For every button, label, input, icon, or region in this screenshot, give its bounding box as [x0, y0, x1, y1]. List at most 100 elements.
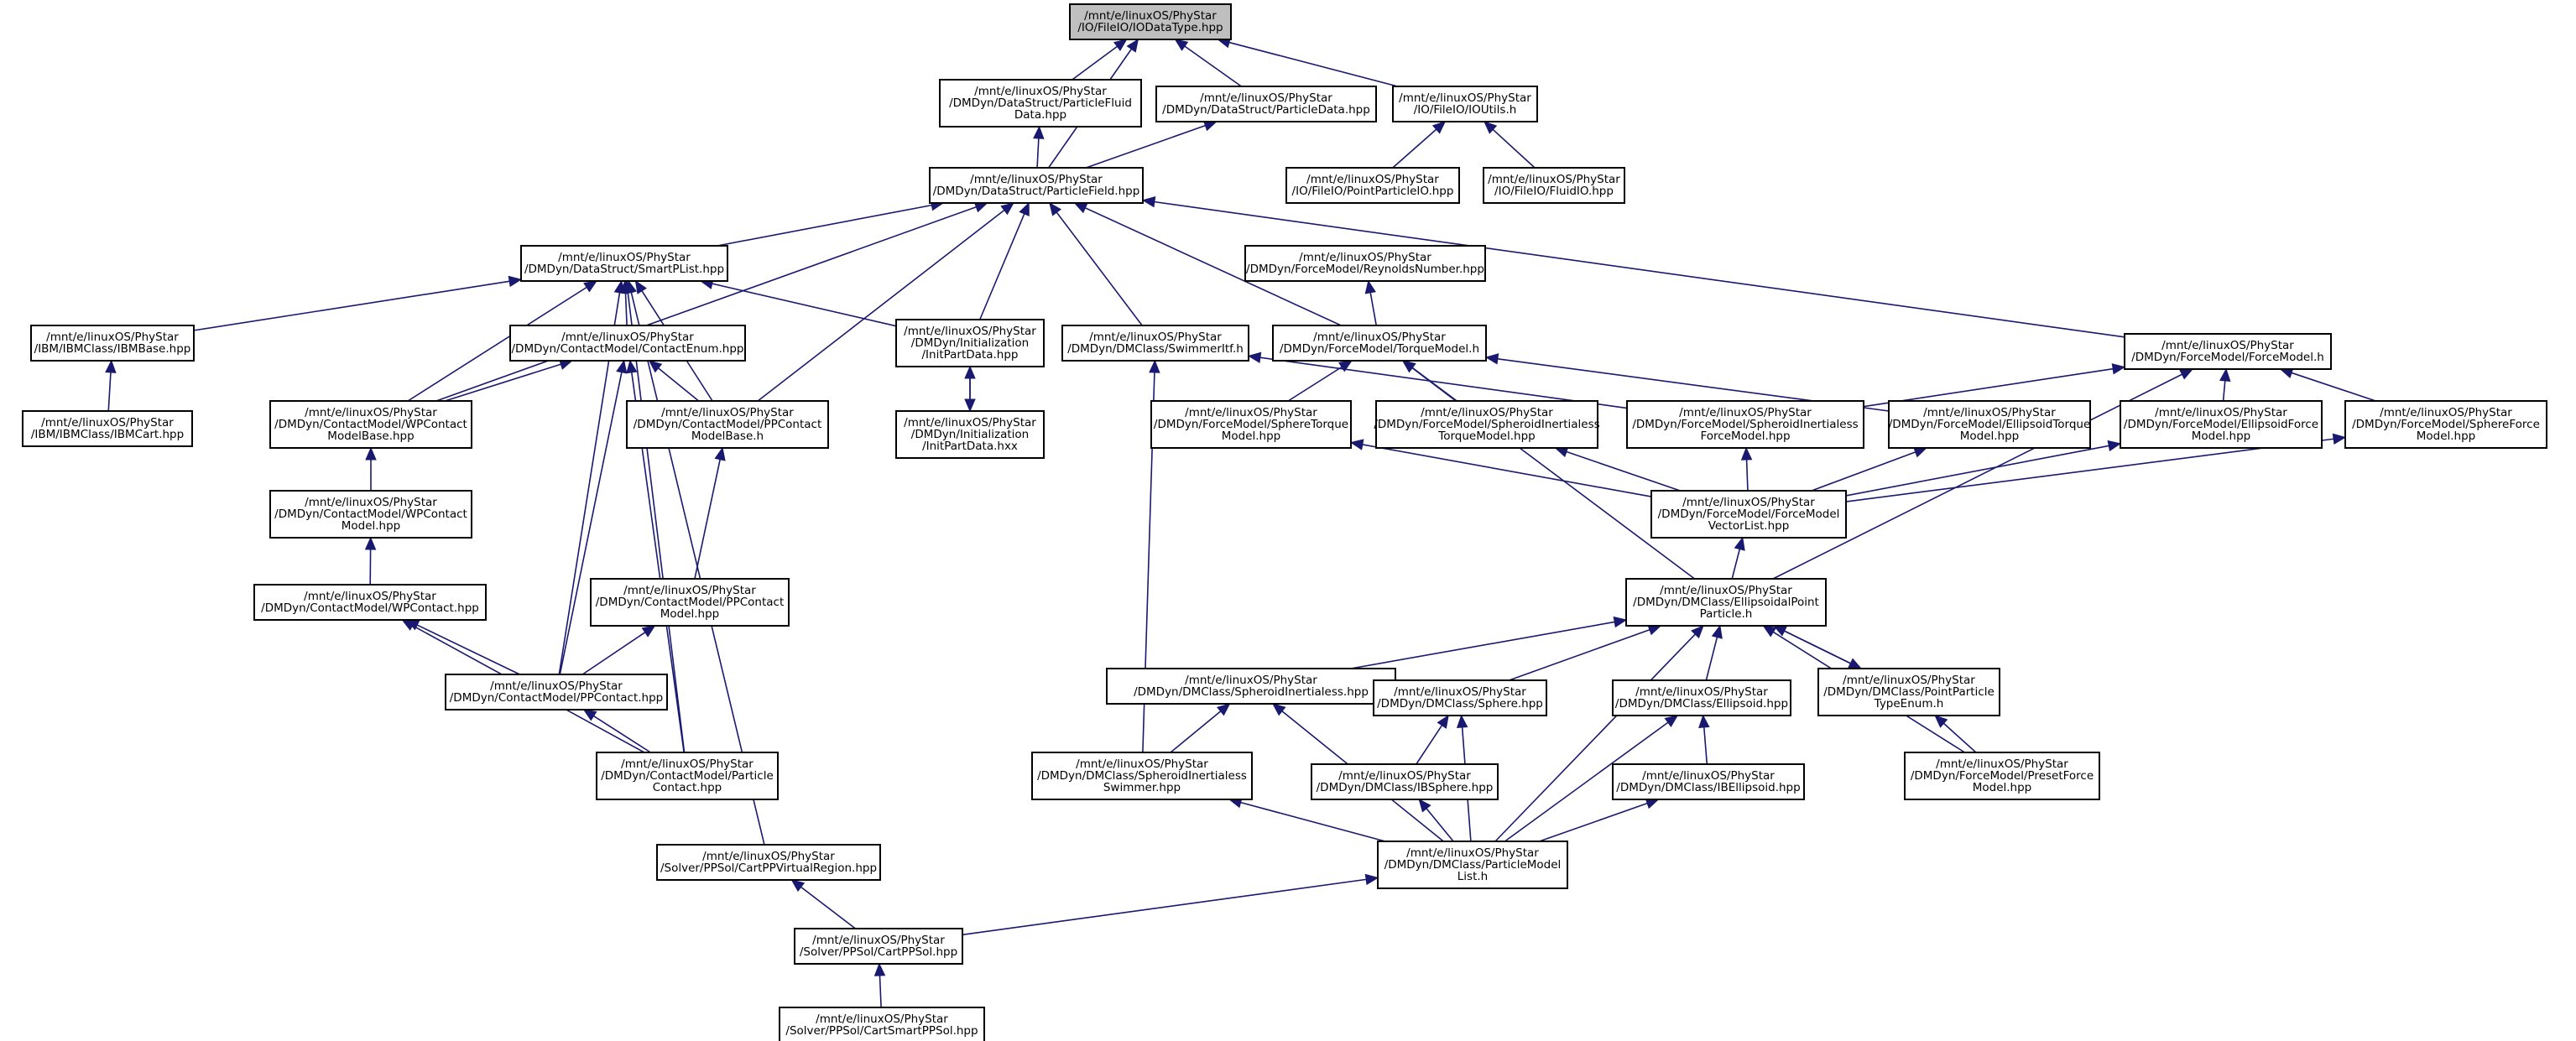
node-ioutils[interactable]: /mnt/e/linuxOS/PhyStar/IO/FileIO/IOUtils…: [1392, 86, 1538, 122]
node-particlefluiddata[interactable]: /mnt/e/linuxOS/PhyStar/DMDyn/DataStruct/…: [939, 79, 1142, 128]
node-ellipsoidtorquemodel[interactable]: /mnt/e/linuxOS/PhyStar/DMDyn/ForceModel/…: [1888, 400, 2091, 449]
node-spheroidinertialess[interactable]: /mnt/e/linuxOS/PhyStar/DMDyn/DMClass/Sph…: [1106, 668, 1396, 705]
edge-ellipsoidalpointparticle-to-forcemodelvectorlist: [1731, 549, 1741, 580]
node-swimmerif[interactable]: /mnt/e/linuxOS/PhyStar/DMDyn/DMClass/Swi…: [1061, 325, 1249, 362]
edge-ppcontact-to-ppcontactmodel: [581, 632, 646, 675]
node-ppcontactmodel[interactable]: /mnt/e/linuxOS/PhyStar/DMDyn/ContactMode…: [590, 578, 790, 627]
node-label-line: /mnt/e/linuxOS/PhyStar: [305, 406, 437, 419]
node-label-line: /Solver/PPSol/CartPPSol.hpp: [800, 945, 957, 959]
node-box: [794, 928, 963, 965]
node-label-line: List.h: [1457, 870, 1488, 883]
arrowhead-ibsphere: [1418, 799, 1431, 813]
node-smartplist[interactable]: /mnt/e/linuxOS/PhyStar/DMDyn/DataStruct/…: [520, 245, 728, 282]
arrowhead-spheroidinertialess: [1272, 703, 1286, 716]
node-wpcontactmodelbase[interactable]: /mnt/e/linuxOS/PhyStar/DMDyn/ContactMode…: [269, 400, 472, 449]
node-box: [1155, 86, 1377, 122]
node-initpartdata[interactable]: /mnt/e/linuxOS/PhyStar/DMDyn/Initializat…: [895, 319, 1045, 367]
edge-torquemodel-to-particlefield: [1085, 207, 1342, 326]
node-label-line: /mnt/e/linuxOS/PhyStar: [1084, 9, 1217, 23]
node-label-line: Model.hpp: [2417, 429, 2476, 443]
node-spheretorquemodel[interactable]: /mnt/e/linuxOS/PhyStar/DMDyn/ForceModel/…: [1150, 400, 1352, 449]
node-box: [22, 410, 193, 447]
node-label-line: /DMDyn/DataStruct/ParticleData.hpp: [1162, 103, 1370, 117]
edge-sphere-to-ellipsoidalpointparticle: [1509, 628, 1650, 681]
node-label-line: /DMDyn/ContactModel/WPContact: [274, 418, 467, 431]
node-iodatatype[interactable]: /mnt/e/linuxOS/PhyStar/IO/FileIO/IODataT…: [1069, 3, 1232, 40]
node-spheroidinertialesstorque[interactable]: /mnt/e/linuxOS/PhyStar/DMDyn/ForceModel/…: [1374, 400, 1600, 449]
node-spheroidinertialessswimmer[interactable]: /mnt/e/linuxOS/PhyStar/DMDyn/DMClass/Sph…: [1031, 752, 1253, 800]
arrowhead-torquemodel: [1484, 353, 1499, 365]
node-particlefield[interactable]: /mnt/e/linuxOS/PhyStar/DMDyn/DataStruct/…: [929, 167, 1144, 204]
node-label-line: /mnt/e/linuxOS/PhyStar: [816, 1012, 948, 1026]
arrowhead-cartppsol: [873, 962, 886, 976]
node-ppcontact[interactable]: /mnt/e/linuxOS/PhyStar/DMDyn/ContactMode…: [445, 674, 668, 710]
node-cartsmartppsol[interactable]: /mnt/e/linuxOS/PhyStar/Solver/PPSol/Cart…: [779, 1007, 985, 1041]
node-ibellipsoid[interactable]: /mnt/e/linuxOS/PhyStar/DMDyn/DMClass/IBE…: [1612, 763, 1805, 800]
node-label-line: VectorList.hpp: [1708, 519, 1790, 533]
node-pointparticletypeenum[interactable]: /mnt/e/linuxOS/PhyStar/DMDyn/DMClass/Poi…: [1817, 668, 2000, 716]
edge-forcemodelvectorlist-to-spheretorquemodel: [1362, 444, 1652, 497]
node-spheroidinertialessforce[interactable]: /mnt/e/linuxOS/PhyStar/DMDyn/ForceModel/…: [1626, 400, 1864, 449]
node-label-line: /mnt/e/linuxOS/PhyStar: [1421, 406, 1553, 419]
node-box: [596, 752, 779, 800]
edge-ppcontactmodelbase-to-contactenum: [658, 367, 700, 402]
node-label-line: /IBM/IBMClass/IBMCart.hpp: [31, 428, 184, 441]
node-wpcontactmodel[interactable]: /mnt/e/linuxOS/PhyStar/DMDyn/ContactMode…: [269, 490, 472, 539]
node-particledata[interactable]: /mnt/e/linuxOS/PhyStar/DMDyn/DataStruct/…: [1155, 86, 1377, 122]
node-label-line: /mnt/e/linuxOS/PhyStar: [1936, 757, 2068, 771]
node-ibmcart[interactable]: /mnt/e/linuxOS/PhyStar/IBM/IBMClass/IBMC…: [22, 410, 193, 447]
node-label-line: /mnt/e/linuxOS/PhyStar: [970, 173, 1103, 186]
edge-sphereforcemodel-to-forcemodel: [2291, 372, 2376, 402]
node-ellipsoidforcemodel[interactable]: /mnt/e/linuxOS/PhyStar/DMDyn/ForceModel/…: [2120, 400, 2323, 449]
arrowhead-ellipsoid: [1698, 714, 1710, 728]
node-ibmbase[interactable]: /mnt/e/linuxOS/PhyStar/IBM/IBMClass/IBMB…: [30, 325, 195, 362]
node-label-line: /mnt/e/linuxOS/PhyStar: [1185, 406, 1317, 419]
node-sphereforcemodel[interactable]: /mnt/e/linuxOS/PhyStar/DMDyn/ForceModel/…: [2344, 400, 2547, 449]
node-box: [2120, 400, 2323, 449]
node-label-line: /mnt/e/linuxOS/PhyStar: [1089, 331, 1222, 344]
node-ellipsoid[interactable]: /mnt/e/linuxOS/PhyStar/DMDyn/DMClass/Ell…: [1612, 679, 1791, 716]
arrowhead-ppcontactmodel: [641, 625, 656, 638]
node-ibsphere[interactable]: /mnt/e/linuxOS/PhyStar/DMDyn/DMClass/IBS…: [1311, 763, 1499, 800]
node-label-line: /Solver/PPSol/CartSmartPPSol.hpp: [785, 1024, 978, 1038]
arrowhead-pointparticletypeenum: [1934, 715, 1948, 728]
node-label-line: /DMDyn/ForceModel/PresetForce: [1911, 769, 2094, 783]
node-label-line: /IBM/IBMClass/IBMBase.hpp: [34, 342, 191, 356]
node-initpartdatahxx[interactable]: /mnt/e/linuxOS/PhyStar/DMDyn/Initializat…: [895, 410, 1045, 459]
node-fluidio[interactable]: /mnt/e/linuxOS/PhyStar/IO/FileIO/FluidIO…: [1483, 167, 1625, 204]
node-cartppvirtualregion[interactable]: /mnt/e/linuxOS/PhyStar/Solver/PPSol/Cart…: [656, 844, 881, 881]
node-box: [1311, 763, 1499, 800]
node-label-line: /mnt/e/linuxOS/PhyStar: [1843, 674, 1975, 687]
edge-ellipsoidalpointparticle-to-forcemodel: [1772, 373, 2182, 580]
node-forcemodel[interactable]: /mnt/e/linuxOS/PhyStar/DMDyn/ForceModel/…: [2124, 333, 2332, 370]
node-label-line: /DMDyn/ForceModel/SphereForce: [2352, 418, 2540, 431]
node-sphere[interactable]: /mnt/e/linuxOS/PhyStar/DMDyn/DMClass/Sph…: [1373, 679, 1547, 716]
arrowhead-sphere: [1456, 714, 1468, 728]
node-ppcontactmodelbase[interactable]: /mnt/e/linuxOS/PhyStar/DMDyn/ContactMode…: [626, 400, 829, 449]
node-forcemodelvectorlist[interactable]: /mnt/e/linuxOS/PhyStar/DMDyn/ForceModel/…: [1650, 490, 1847, 539]
arrowhead-ppcontactmodelbase: [714, 446, 726, 461]
edge-cartppsol-to-cartppvirtualregion: [800, 886, 856, 929]
node-box: [1392, 86, 1538, 122]
node-particlecontact[interactable]: /mnt/e/linuxOS/PhyStar/DMDyn/ContactMode…: [596, 752, 779, 800]
node-wpcontact[interactable]: /mnt/e/linuxOS/PhyStar/DMDyn/ContactMode…: [253, 584, 487, 621]
node-particlemodellist[interactable]: /mnt/e/linuxOS/PhyStar/DMDyn/DMClass/Par…: [1377, 841, 1568, 889]
node-cartppsol[interactable]: /mnt/e/linuxOS/PhyStar/Solver/PPSol/Cart…: [794, 928, 963, 965]
node-label-line: /mnt/e/linuxOS/PhyStar: [1399, 91, 1531, 105]
edge-spheretorquemodel-to-torquemodel: [1287, 366, 1343, 402]
edge-ellipsoid-to-ellipsoidalpointparticle: [1705, 637, 1718, 681]
node-reynoldsnumber[interactable]: /mnt/e/linuxOS/PhyStar/DMDyn/ForceModel/…: [1244, 245, 1486, 282]
node-label-line: /mnt/e/linuxOS/PhyStar: [1338, 769, 1471, 783]
node-label-line: /mnt/e/linuxOS/PhyStar: [904, 416, 1036, 429]
node-contactenum[interactable]: /mnt/e/linuxOS/PhyStar/DMDyn/ContactMode…: [509, 325, 746, 362]
arrowhead-spheroidinertialess: [1216, 703, 1231, 716]
arrowhead-torquemodel: [1338, 360, 1353, 372]
node-torquemodel[interactable]: /mnt/e/linuxOS/PhyStar/DMDyn/ForceModel/…: [1272, 325, 1487, 362]
node-pointparticleio[interactable]: /mnt/e/linuxOS/PhyStar/IO/FileIO/PointPa…: [1285, 167, 1460, 204]
edge-forcemodelvectorlist-to-spheroidinertialessforce: [1745, 459, 1749, 492]
node-ellipsoidalpointparticle[interactable]: /mnt/e/linuxOS/PhyStar/DMDyn/DMClass/Ell…: [1625, 578, 1827, 627]
node-presetforcemodel[interactable]: /mnt/e/linuxOS/PhyStar/DMDyn/ForceModel/…: [1904, 752, 2100, 800]
node-box: [30, 325, 195, 362]
node-label-line: Model.hpp: [342, 519, 401, 533]
arrowhead-particlefield: [1141, 196, 1156, 208]
